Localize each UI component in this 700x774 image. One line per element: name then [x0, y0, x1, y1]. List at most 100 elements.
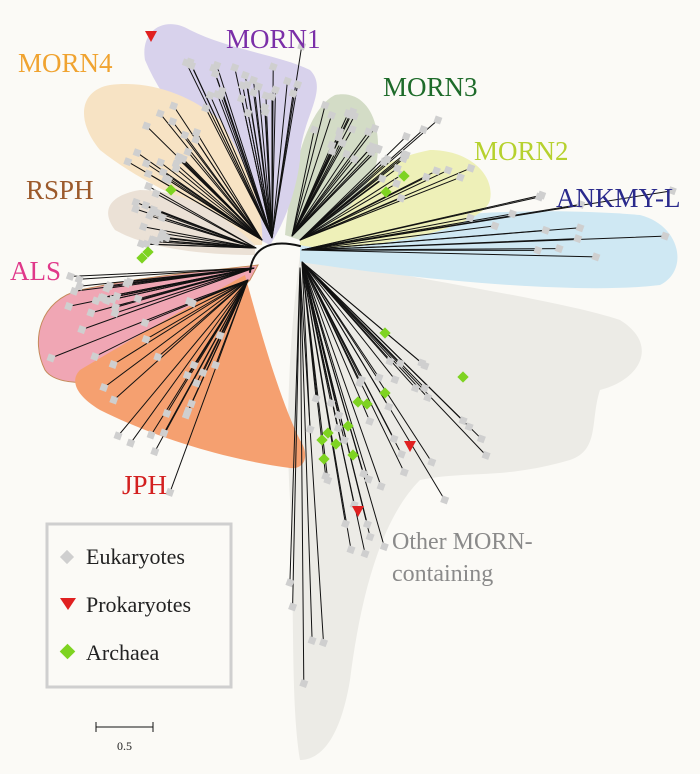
tree-branch [216, 64, 273, 239]
eukaryote-tip [212, 60, 222, 70]
eukaryote-tip [168, 117, 178, 127]
tree-branch [160, 237, 257, 249]
tree-branch [301, 261, 332, 404]
tree-branch [289, 267, 301, 584]
eukaryote-tip [186, 399, 196, 409]
tree-branch [69, 267, 255, 277]
eukaryote-tip [147, 235, 157, 245]
eukaryote-tip [323, 475, 333, 485]
eukaryote-tip [156, 233, 166, 243]
eukaryote-tip [382, 154, 392, 164]
legend-eukaryotes: Eukaryotes [86, 544, 185, 569]
tree-branch [301, 261, 433, 463]
tree-branch [299, 267, 313, 641]
eukaryotes-marker-icon [59, 549, 75, 565]
eukaryote-tip [399, 154, 409, 164]
eukaryote-tip [108, 360, 118, 369]
tree-branch [291, 129, 315, 237]
eukaryote-tip [357, 375, 366, 385]
eukaryote-tip [123, 157, 133, 167]
tree-branch [159, 113, 263, 241]
eukaryote-tip [282, 76, 292, 86]
eukaryote-tip [151, 189, 161, 199]
region-other-morn [288, 255, 642, 760]
eukaryote-tip [327, 110, 337, 120]
eukaryote-tip [150, 447, 160, 457]
tree-branch [301, 261, 370, 480]
eukaryote-tip [379, 542, 389, 552]
eukaryote-tip [109, 395, 119, 405]
eukaryote-tip [131, 204, 141, 214]
tree-branch [299, 136, 407, 241]
tree-branch [301, 261, 390, 408]
tree-branch [299, 176, 461, 241]
eukaryote-tip [465, 213, 475, 223]
prokaryotes-marker-icon [60, 598, 76, 610]
eukaryote-tip [373, 144, 383, 154]
tree-branch [186, 279, 249, 376]
tree-branch [145, 204, 257, 249]
tree-branch [117, 279, 249, 437]
eukaryote-tip [288, 89, 298, 98]
clade-label-rsph: RSPH [26, 175, 94, 205]
tree-branch [301, 261, 426, 367]
archaea-tip [318, 453, 330, 465]
eukaryote-tip [392, 179, 401, 188]
eukaryote-tip [327, 146, 337, 156]
eukaryote-tip [390, 375, 400, 385]
eukaryote-tip [243, 108, 253, 118]
tree-branch [253, 92, 273, 239]
tree-branch [301, 261, 385, 548]
eukaryote-tip [507, 209, 517, 219]
eukaryote-tip [113, 431, 123, 441]
tree-hub [249, 242, 301, 273]
tree-branch [155, 193, 257, 249]
eukaryote-tip [423, 393, 433, 402]
tree-branch [301, 261, 402, 455]
tree-branch [163, 279, 249, 434]
scale-bar: 0.5 [95, 722, 154, 753]
eukaryote-tip [260, 102, 270, 112]
tree-branch [299, 167, 472, 241]
eukaryote-tip [327, 140, 337, 150]
eukaryote-tip [421, 172, 431, 182]
tree-branch [299, 267, 324, 644]
eukaryote-tip [169, 101, 179, 111]
eukaryote-tip [205, 90, 215, 100]
eukaryote-tip [534, 192, 544, 202]
tip-markers [46, 31, 677, 688]
eukaryote-tip [69, 286, 79, 296]
tree-branch [301, 190, 673, 251]
eukaryote-tip [334, 410, 344, 420]
eukaryote-tip [182, 370, 192, 380]
eukaryote-tip [466, 163, 476, 173]
scale-bar-label: 0.5 [117, 739, 132, 753]
tree-branch [291, 142, 343, 237]
archaea-tip [316, 434, 328, 446]
tree-branch [175, 168, 263, 241]
region-morn1 [144, 24, 317, 245]
tree-branch [145, 279, 249, 340]
eukaryote-tip [152, 208, 162, 218]
tree-branch [187, 279, 249, 412]
archaea-tip [142, 246, 154, 258]
eukaryote-tip [410, 383, 420, 393]
tree-branch [301, 261, 371, 422]
archaea-tip [342, 420, 354, 432]
tree-branch [100, 267, 255, 299]
eukaryote-tip [359, 469, 369, 479]
tree-branch [215, 279, 249, 366]
eukaryote-tip [254, 82, 263, 91]
tree-branch [258, 86, 273, 239]
archaea-tip [379, 327, 391, 339]
tree-branch [291, 158, 355, 237]
prokaryote-tip [145, 31, 157, 42]
eukaryote-tip [46, 353, 56, 363]
eukaryote-tip [575, 223, 585, 233]
eukaryote-tip [198, 368, 208, 378]
tree-branch [166, 279, 249, 414]
eukaryote-tip [418, 125, 428, 135]
eukaryote-tip [481, 450, 491, 460]
eukaryote-tip [110, 302, 120, 312]
legend-prokaryotes: Prokaryotes [86, 592, 191, 617]
